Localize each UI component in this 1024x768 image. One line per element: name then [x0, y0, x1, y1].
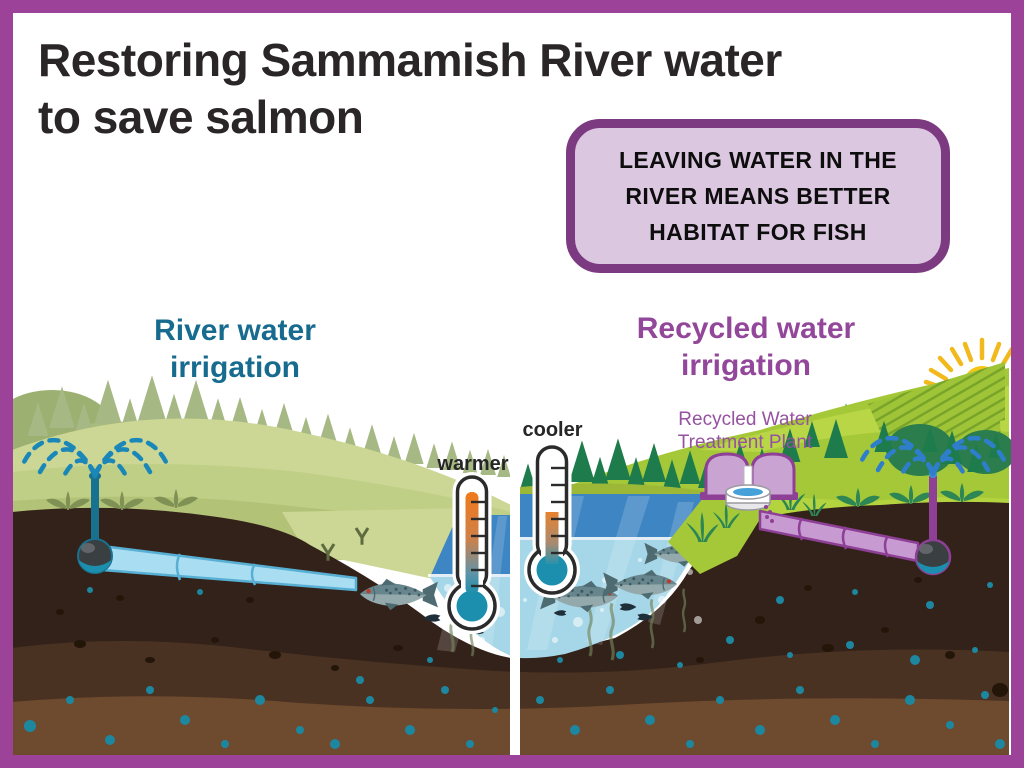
thermometer-cooler-icon [524, 442, 580, 598]
left-section-heading: River water irrigation [154, 314, 316, 384]
thermometer-ticks [551, 466, 566, 555]
thermometer-warmer-icon [444, 472, 500, 634]
cooler-label: cooler [522, 419, 583, 441]
right-bank [668, 482, 827, 574]
callout-box: LEAVING WATER IN THE RIVER MEANS BETTER … [566, 119, 950, 273]
page-title: Restoring Sammamish River water to save … [38, 32, 948, 146]
treatment-plant-icon [700, 452, 798, 523]
warmer-label: warmer [437, 453, 509, 475]
spray-water-arcs [21, 437, 169, 483]
page-title-line1: Restoring Sammamish River water [38, 34, 782, 86]
spray-water-arcs [859, 435, 1007, 481]
crop-rows-field [868, 362, 1005, 442]
soil-pebbles [56, 573, 1008, 697]
pipe-connection-dashes [764, 505, 774, 523]
page-title-line2: to save salmon [38, 91, 364, 143]
thermometer-ticks [471, 500, 486, 588]
soil-water-dots [24, 582, 1005, 749]
sprinkler-left-icon [21, 437, 169, 574]
panel-divider-line [510, 443, 520, 755]
right-section-heading: Recycled water irrigation [636, 312, 856, 382]
callout-text: LEAVING WATER IN THE RIVER MEANS BETTER … [618, 147, 898, 245]
sprinkler-right-icon [859, 435, 1007, 576]
treatment-plant-label: Recycled Water Treatment Plant [677, 409, 813, 453]
